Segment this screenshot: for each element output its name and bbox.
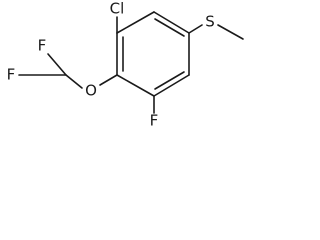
ring-bond-c5-c6 [116,74,155,97]
molecule-structure: Cl S O F F F [7,0,244,130]
ring-bond-c4-c5 [153,74,190,97]
bond-s-ch3 [217,24,244,40]
bonds [18,11,244,114]
bond-chf2-f-top [47,53,67,76]
ring-double-bond-c4-c5 [154,71,185,90]
atom-sulfur: S [205,13,215,31]
atom-fluorine-ring: F [150,112,159,130]
bond-c6-o [99,74,118,86]
atom-labels: Cl S O F F F [7,0,215,130]
atom-fluorine-bottom: F [7,66,16,84]
ring-double-bond-c2-c3 [154,18,185,37]
ring-bond-c1-c2 [116,11,155,34]
ring-bond-c2-c3 [153,11,190,34]
bond-c3-s [188,24,203,34]
atom-chlorine: Cl [110,0,125,18]
atom-fluorine-top: F [38,37,47,55]
atom-oxygen: O [85,82,97,100]
bond-o-chf2 [65,74,83,89]
